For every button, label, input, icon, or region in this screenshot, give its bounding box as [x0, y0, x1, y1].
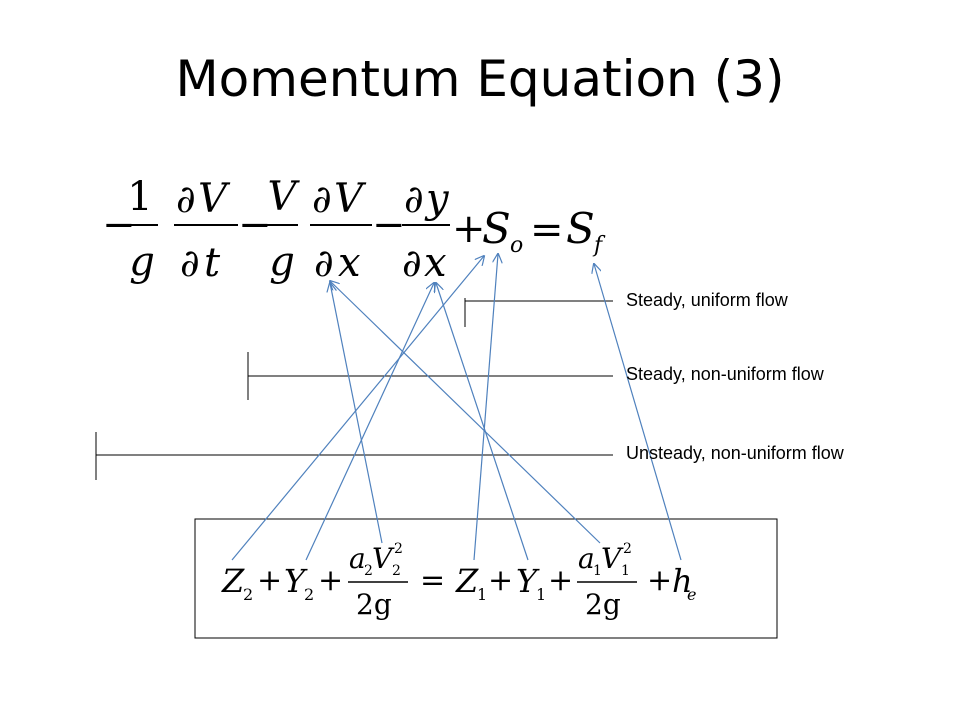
z2-var: Z: [221, 562, 245, 600]
dV-var: V: [198, 176, 231, 222]
z2-subscript: 2: [243, 585, 253, 604]
dV-partial: ∂: [176, 177, 196, 221]
so-subscript: o: [510, 233, 523, 258]
minus-sign-3: −: [372, 202, 406, 248]
top-equation: − 1 g ∂ V ∂ t − V g ∂ V ∂ x − ∂ y ∂ x + …: [102, 174, 606, 286]
arrow-y2-to-dydx: [305, 283, 434, 561]
plus-4: +: [548, 563, 573, 598]
bottom-equation: Z 2 + Y 2 + a 2 V 2 2 2g = Z 1 + Y 1 + a…: [221, 541, 696, 621]
dV2-partial: ∂: [312, 177, 332, 221]
he-subscript: e: [687, 585, 696, 604]
frac3-denominator: g: [269, 239, 295, 285]
term-connector-arrows: [231, 254, 682, 561]
frac-den-left: 2g: [356, 588, 392, 621]
plus-sign: +: [452, 206, 486, 252]
z1-var: Z: [455, 562, 479, 600]
dx2-var: x: [424, 240, 447, 286]
plus-5: +: [647, 563, 672, 598]
label-steady-nonuniform: Steady, non-uniform flow: [626, 364, 824, 384]
frac3-numerator: V: [268, 174, 301, 220]
he-var: h: [672, 562, 693, 600]
y2-subscript: 2: [304, 585, 314, 604]
arrow-z1-to-so: [473, 254, 498, 561]
arrow-z2-to-so: [231, 256, 484, 561]
arrow-he-to-sf: [594, 264, 682, 561]
v2-var: V: [372, 542, 395, 575]
a1-subscript: 1: [593, 563, 602, 579]
z1-subscript: 1: [477, 585, 487, 604]
dt-var: t: [204, 240, 221, 286]
so-base: S: [482, 204, 511, 253]
a1-var: a: [578, 542, 595, 575]
flow-brackets: [95, 298, 613, 480]
arrow-v2-to-dvdx: [330, 283, 383, 544]
label-unsteady-nonuniform: Unsteady, non-uniform flow: [626, 443, 844, 463]
dx2-partial: ∂: [402, 241, 422, 285]
y1-subscript: 1: [536, 585, 546, 604]
plus-3: +: [488, 563, 513, 598]
plus-1: +: [257, 563, 282, 598]
frac1-denominator: g: [129, 239, 155, 285]
frac-den-right: 2g: [585, 588, 621, 621]
frac1-numerator: 1: [127, 174, 152, 220]
y1-var: Y: [516, 562, 540, 600]
equals-sign: =: [530, 207, 564, 253]
dx-var: x: [338, 240, 361, 286]
dt-partial: ∂: [180, 241, 200, 285]
a2-var: a: [349, 542, 366, 575]
dy-partial: ∂: [404, 177, 424, 221]
v1-subscript: 1: [621, 563, 630, 579]
v1-superscript: 2: [623, 541, 632, 557]
dV2-var: V: [334, 176, 367, 222]
slide-title: Momentum Equation (3): [175, 50, 785, 108]
v1-var: V: [601, 542, 624, 575]
minus-sign-2: −: [238, 202, 272, 248]
arrow-y1-to-dydx: [436, 283, 529, 561]
arrow-v1-to-dvdx: [330, 281, 601, 544]
equals-bottom: =: [420, 563, 445, 598]
v2-superscript: 2: [394, 541, 403, 557]
dx-partial: ∂: [314, 241, 334, 285]
dy-var: y: [424, 176, 450, 222]
energy-equation-box: [194, 518, 778, 639]
plus-2: +: [318, 563, 343, 598]
label-steady-uniform: Steady, uniform flow: [626, 290, 788, 310]
y2-var: Y: [284, 562, 308, 600]
sf-subscript: f: [592, 233, 606, 258]
v2-subscript: 2: [392, 563, 401, 579]
a2-subscript: 2: [364, 563, 373, 579]
sf-base: S: [566, 204, 595, 253]
